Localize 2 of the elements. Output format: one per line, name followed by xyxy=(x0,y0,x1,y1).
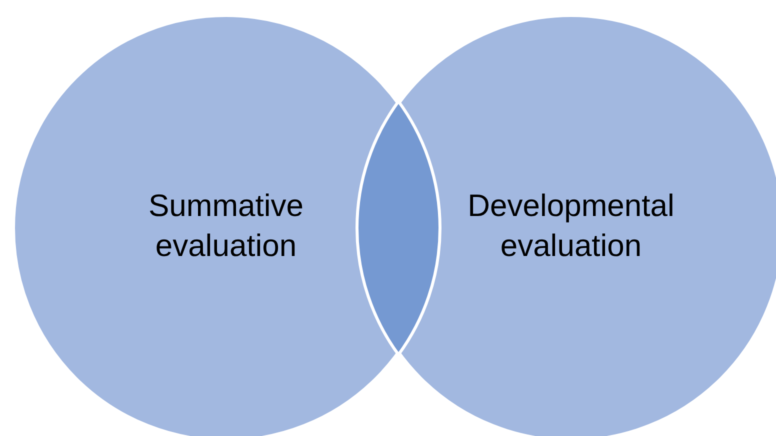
circle-label: Summative evaluation xyxy=(147,187,305,265)
circle-label: Developmental evaluation xyxy=(466,187,676,265)
